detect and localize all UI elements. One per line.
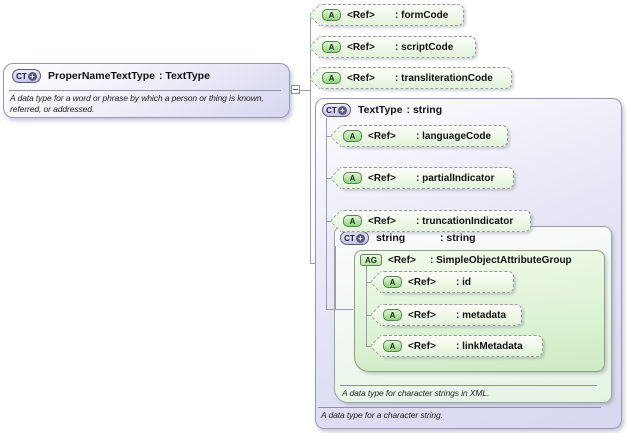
attribute-badge-icon: A <box>383 309 402 321</box>
attribute-transliterationcode[interactable]: A <Ref> : transliterationCode <box>309 66 512 90</box>
attribute-ref-label: <Ref> <box>368 215 396 227</box>
connector-trunk <box>326 118 327 309</box>
attribute-name-label: : linkMetadata <box>456 340 523 352</box>
connector-stub <box>366 346 371 347</box>
type-description: A data type for a character string. <box>321 410 443 420</box>
type-description: A data type for character strings in XML… <box>342 388 490 398</box>
attribute-badge-icon: A <box>343 172 362 184</box>
attribute-formcode[interactable]: A <Ref> : formCode <box>309 3 464 27</box>
attribute-badge-icon: A <box>383 276 402 288</box>
complex-type-propernametexttype[interactable]: CT + ProperNameTextType : TextType A dat… <box>3 63 290 118</box>
attribute-badge-icon: A <box>322 72 341 84</box>
attribute-name-label: : formCode <box>395 9 449 21</box>
type-name: string <box>376 232 406 244</box>
attribute-badge-icon: A <box>343 130 362 142</box>
attribute-partialindicator[interactable]: A <Ref> : partialIndicator <box>330 166 514 190</box>
type-base: : string <box>406 104 443 116</box>
complex-type-badge-icon: CT + <box>322 103 351 117</box>
caption-separator <box>340 385 597 386</box>
attribute-name-label: : languageCode <box>416 130 492 142</box>
complex-type-header[interactable]: CT + TextType : string <box>322 103 442 117</box>
attribute-ref-label: <Ref> <box>408 276 436 288</box>
ct-badge-label: CT <box>344 233 355 243</box>
header-separator <box>9 90 281 91</box>
attribute-group-name-label: : SimpleObjectAttributeGroup <box>430 254 572 266</box>
connector-stub <box>326 309 353 310</box>
collapse-handle[interactable] <box>291 85 300 94</box>
attribute-ref-label: <Ref> <box>408 309 436 321</box>
attribute-group-header[interactable]: AG <Ref> : SimpleObjectAttributeGroup <box>360 254 572 266</box>
type-base: : TextType <box>158 70 210 82</box>
complex-type-header[interactable]: CT + ProperNameTextType : TextType <box>12 69 210 83</box>
plus-icon: + <box>337 105 347 115</box>
connector-stub <box>326 221 331 222</box>
connector-stub <box>310 263 316 264</box>
type-name: ProperNameTextType <box>48 70 155 82</box>
attribute-group-ref-label: <Ref> <box>388 254 416 266</box>
attribute-metadata[interactable]: A <Ref> : metadata <box>370 303 522 327</box>
attribute-name-label: : truncationIndicator <box>416 215 514 227</box>
connector-stub <box>326 178 331 179</box>
complex-type-header[interactable]: CT + string : string <box>340 231 476 245</box>
attribute-name-label: : scriptCode <box>395 41 454 53</box>
caption-separator <box>318 407 601 408</box>
complex-type-badge-icon: CT + <box>12 69 41 83</box>
attribute-truncationindicator[interactable]: A <Ref> : truncationIndicator <box>330 209 531 233</box>
connector-stub <box>366 315 371 316</box>
attribute-ref-label: <Ref> <box>347 41 375 53</box>
attribute-ref-label: <Ref> <box>368 172 396 184</box>
plus-icon: + <box>355 233 365 243</box>
attribute-name-label: : metadata <box>456 309 507 321</box>
connector-stub <box>326 136 331 137</box>
type-name: TextType <box>358 104 403 116</box>
attribute-linkmetadata[interactable]: A <Ref> : linkMetadata <box>370 334 543 358</box>
attribute-badge-icon: A <box>322 9 341 21</box>
connector-trunk <box>310 15 311 263</box>
attribute-ref-label: <Ref> <box>408 340 436 352</box>
complex-type-badge-icon: CT + <box>340 231 369 245</box>
attribute-badge-icon: A <box>343 215 362 227</box>
attribute-ref-label: <Ref> <box>347 9 375 21</box>
minus-icon <box>293 89 298 90</box>
ct-badge-label: CT <box>16 71 27 81</box>
attribute-scriptcode[interactable]: A <Ref> : scriptCode <box>309 35 476 59</box>
connector-trunk <box>366 266 367 346</box>
attribute-badge-icon: A <box>322 41 341 53</box>
attribute-group-badge-icon: AG <box>360 254 382 266</box>
connector-stub <box>366 282 371 283</box>
connector-line <box>290 90 310 91</box>
complex-type-texttype[interactable]: CT + TextType : string CT + string : str… <box>315 98 622 429</box>
attribute-ref-label: <Ref> <box>368 130 396 142</box>
plus-icon: + <box>27 71 37 81</box>
attribute-ref-label: <Ref> <box>347 72 375 84</box>
type-base: : string <box>440 232 476 244</box>
attribute-name-label: : id <box>456 276 471 288</box>
type-description: A data type for a word or phrase by whic… <box>10 93 264 114</box>
attribute-languagecode[interactable]: A <Ref> : languageCode <box>330 124 508 148</box>
ct-badge-label: CT <box>326 105 337 115</box>
attribute-badge-icon: A <box>383 340 402 352</box>
connector-trunk <box>335 246 336 309</box>
attribute-id[interactable]: A <Ref> : id <box>370 270 514 294</box>
attribute-name-label: : partialIndicator <box>416 172 495 184</box>
attribute-name-label: : transliterationCode <box>395 72 493 84</box>
